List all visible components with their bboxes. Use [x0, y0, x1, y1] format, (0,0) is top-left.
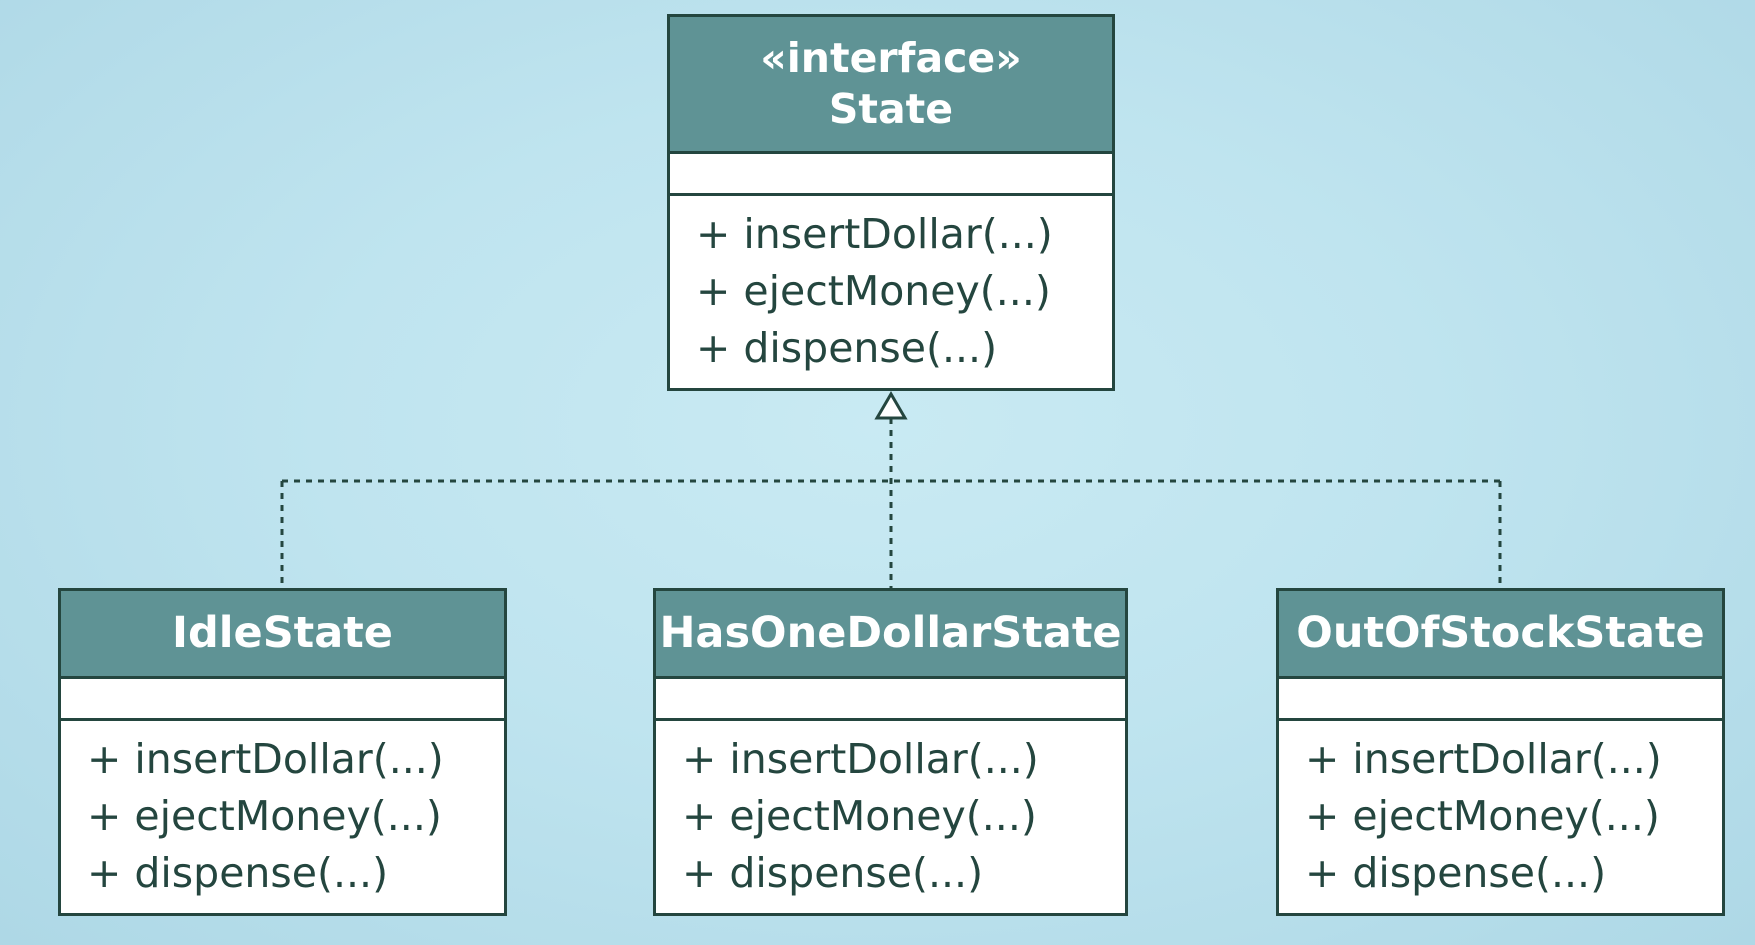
idle-state-class: IdleState + insertDollar(...) + ejectMon…	[58, 588, 507, 916]
method-insert-dollar: + insertDollar(...)	[1305, 735, 1662, 783]
state-interface-class: «interface» State + insertDollar(...) + …	[667, 14, 1115, 391]
method-dispense: + dispense(...)	[682, 849, 984, 897]
method-eject-money: + ejectMoney(...)	[696, 267, 1051, 315]
methods-compartment: + insertDollar(...) + ejectMoney(...) + …	[670, 196, 1112, 388]
method-eject-money: + ejectMoney(...)	[1305, 792, 1660, 840]
class-name: OutOfStockState	[1296, 607, 1705, 658]
attributes-compartment	[670, 154, 1112, 196]
class-header: OutOfStockState	[1279, 591, 1722, 679]
class-name: HasOneDollarState	[659, 607, 1122, 658]
attributes-compartment	[1279, 679, 1722, 721]
method-dispense: + dispense(...)	[1305, 849, 1607, 897]
method-insert-dollar: + insertDollar(...)	[696, 210, 1053, 258]
attributes-compartment	[61, 679, 504, 721]
methods-compartment: + insertDollar(...) + ejectMoney(...) + …	[61, 721, 504, 912]
method-dispense: + dispense(...)	[87, 849, 389, 897]
class-name: State	[828, 85, 954, 133]
has-one-dollar-state-class: HasOneDollarState + insertDollar(...) + …	[653, 588, 1128, 916]
method-eject-money: + ejectMoney(...)	[682, 792, 1037, 840]
class-header: HasOneDollarState	[656, 591, 1125, 679]
out-of-stock-state-class: OutOfStockState + insertDollar(...) + ej…	[1276, 588, 1725, 916]
realization-arrowhead	[874, 391, 908, 420]
class-name: IdleState	[172, 607, 393, 658]
methods-compartment: + insertDollar(...) + ejectMoney(...) + …	[656, 721, 1125, 912]
method-eject-money: + ejectMoney(...)	[87, 792, 442, 840]
attributes-compartment	[656, 679, 1125, 721]
methods-compartment: + insertDollar(...) + ejectMoney(...) + …	[1279, 721, 1722, 912]
interface-stereotype: «interface»	[760, 33, 1022, 82]
method-insert-dollar: + insertDollar(...)	[87, 735, 444, 783]
method-insert-dollar: + insertDollar(...)	[682, 735, 1039, 783]
class-header: IdleState	[61, 591, 504, 679]
method-dispense: + dispense(...)	[696, 324, 998, 372]
class-header: «interface» State	[670, 17, 1112, 154]
